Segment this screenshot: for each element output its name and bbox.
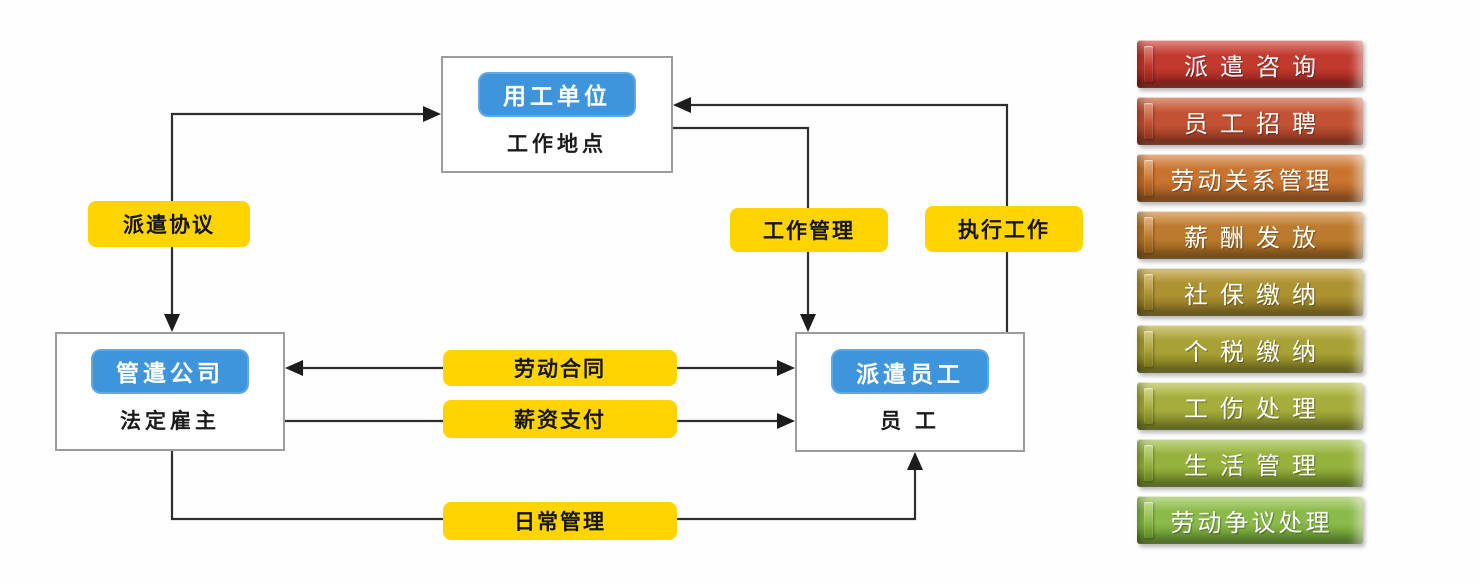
arrow-dispatch-agreement [170,112,424,315]
node-employer-unit: 用工单位 工作地点 [441,56,673,173]
service-list: 派遣咨询 员工招聘 劳动关系管理 薪酬发放 社保缴纳 个税缴纳 工伤处理 生活管… [1137,40,1363,544]
edge-label-execute-work: 执行工作 [925,206,1083,252]
service-label: 派遣咨询 [1184,54,1328,81]
service-item: 劳动关系管理 [1137,154,1363,202]
employer-unit-title: 用工单位 [478,71,636,117]
service-item: 个税缴纳 [1137,325,1363,373]
service-item: 员工招聘 [1137,97,1363,145]
node-dispatched-staff: 派遣员工 员 工 [795,332,1025,452]
service-label: 劳动争议处理 [1170,510,1333,537]
edge-label-work-management: 工作管理 [730,208,888,252]
edge-label-salary-payment: 薪资支付 [443,400,677,438]
dispatched-staff-title: 派遣员工 [831,349,989,394]
service-item: 社保缴纳 [1137,268,1363,316]
service-item: 生活管理 [1137,439,1363,487]
service-label: 员工招聘 [1184,111,1328,138]
arrow-work-management [673,126,810,315]
service-label: 劳动关系管理 [1170,168,1333,195]
arrowheads [164,97,923,470]
edge-label-daily-management: 日常管理 [443,502,677,540]
dispatched-staff-subtitle: 员 工 [880,410,940,433]
edge-label-dispatch-agreement: 派遣协议 [88,201,250,247]
service-label: 薪酬发放 [1184,225,1328,252]
service-label: 个税缴纳 [1184,339,1328,366]
dispatch-company-title: 管遣公司 [91,348,249,394]
service-item: 工伤处理 [1137,382,1363,430]
dispatch-company-subtitle: 法定雇主 [120,409,220,433]
arrow-execute-work [691,103,1009,332]
service-item: 劳动争议处理 [1137,496,1363,544]
service-label: 生活管理 [1184,453,1328,480]
service-item: 派遣咨询 [1137,40,1363,88]
service-label: 工伤处理 [1184,396,1328,423]
edge-label-labor-contract: 劳动合同 [443,350,677,386]
service-item: 薪酬发放 [1137,211,1363,259]
employer-unit-subtitle: 工作地点 [507,132,607,156]
service-label: 社保缴纳 [1184,282,1328,309]
node-dispatch-company: 管遣公司 法定雇主 [55,332,285,451]
